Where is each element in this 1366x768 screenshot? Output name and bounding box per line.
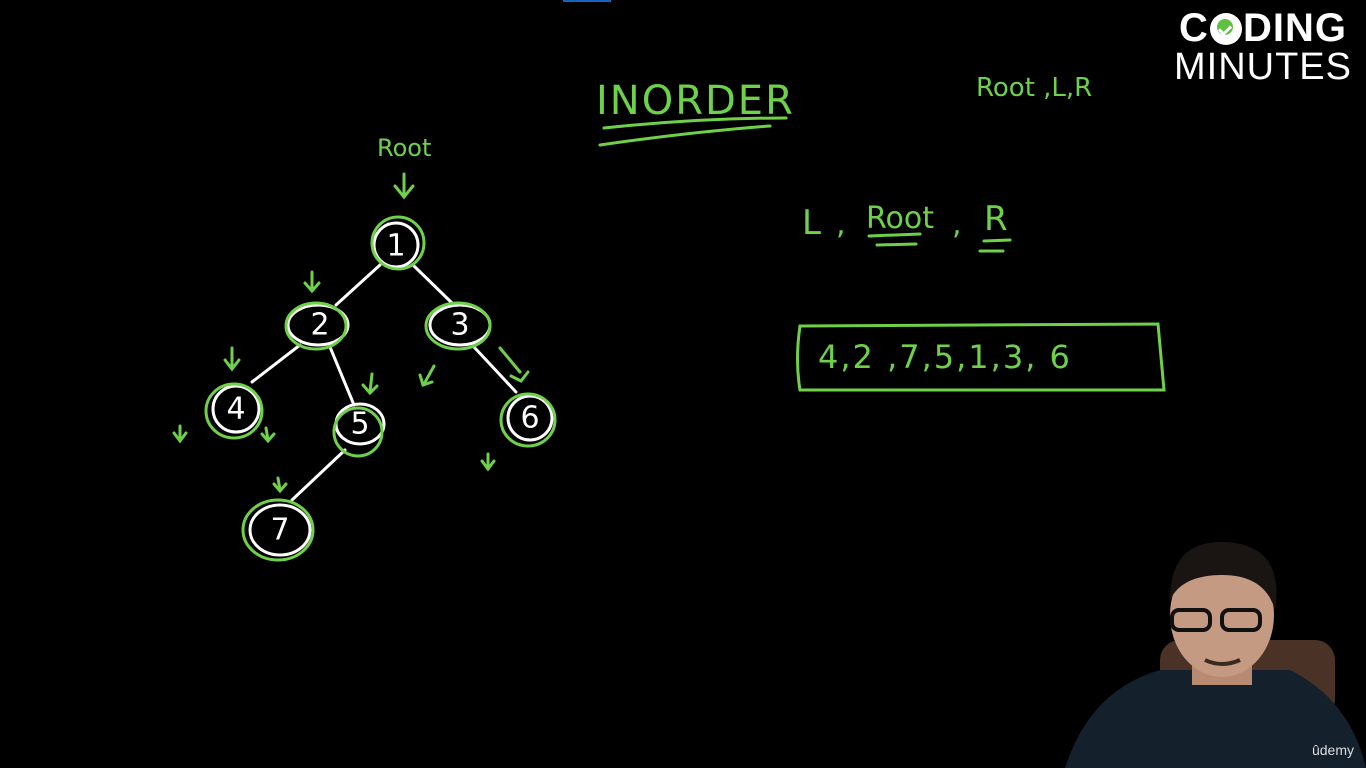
tree-node-4: 4 [204,382,264,440]
tree-node-2: 2 [284,301,350,351]
root-label: Root [377,134,431,162]
node-label: 2 [310,308,329,343]
preorder-note: Root ,L,R [976,73,1092,103]
rule-sep-1: , [836,207,846,242]
check-icon [1209,13,1242,45]
progress-indicator [563,0,611,2]
node-label: 7 [270,513,289,548]
edge-3-6 [472,345,518,394]
tree-node-6: 6 [499,392,557,448]
result-box: 4,2 ,7,5,1,3, 6 [796,322,1166,392]
tree-node-5: 5 [332,402,386,458]
edge-2-4 [250,343,302,384]
edge-5-7 [290,448,347,502]
udemy-watermark: ûdemy [1311,742,1354,758]
node-label: 3 [450,308,469,343]
edge-1-3 [412,264,454,305]
tree-node-1: 1 [370,215,426,271]
rule-root: Root [866,201,934,236]
rule-right: R [984,199,1008,239]
root-arrow [393,172,415,200]
title-underline [598,116,788,147]
node-label: 4 [226,392,245,427]
title: INORDER [596,78,795,124]
node-label: 6 [520,401,539,436]
edge-2-5 [328,345,356,407]
tree-node-3: 3 [424,301,492,351]
inorder-rule: L , Root , R [802,199,1008,243]
logo-line-2: MINUTES [1174,46,1352,88]
rule-sep-2: , [952,207,962,242]
tree-edges [250,263,518,502]
presenter-video [1065,541,1366,768]
node-label: 5 [350,407,369,442]
tree-node-7: 7 [241,498,315,562]
rule-left: L [802,203,821,243]
traversal-arrows [172,270,530,494]
inorder-result: 4,2 ,7,5,1,3, 6 [818,338,1072,376]
rule-underlines [867,232,1012,253]
edge-1-2 [334,263,382,307]
node-label: 1 [386,229,405,264]
